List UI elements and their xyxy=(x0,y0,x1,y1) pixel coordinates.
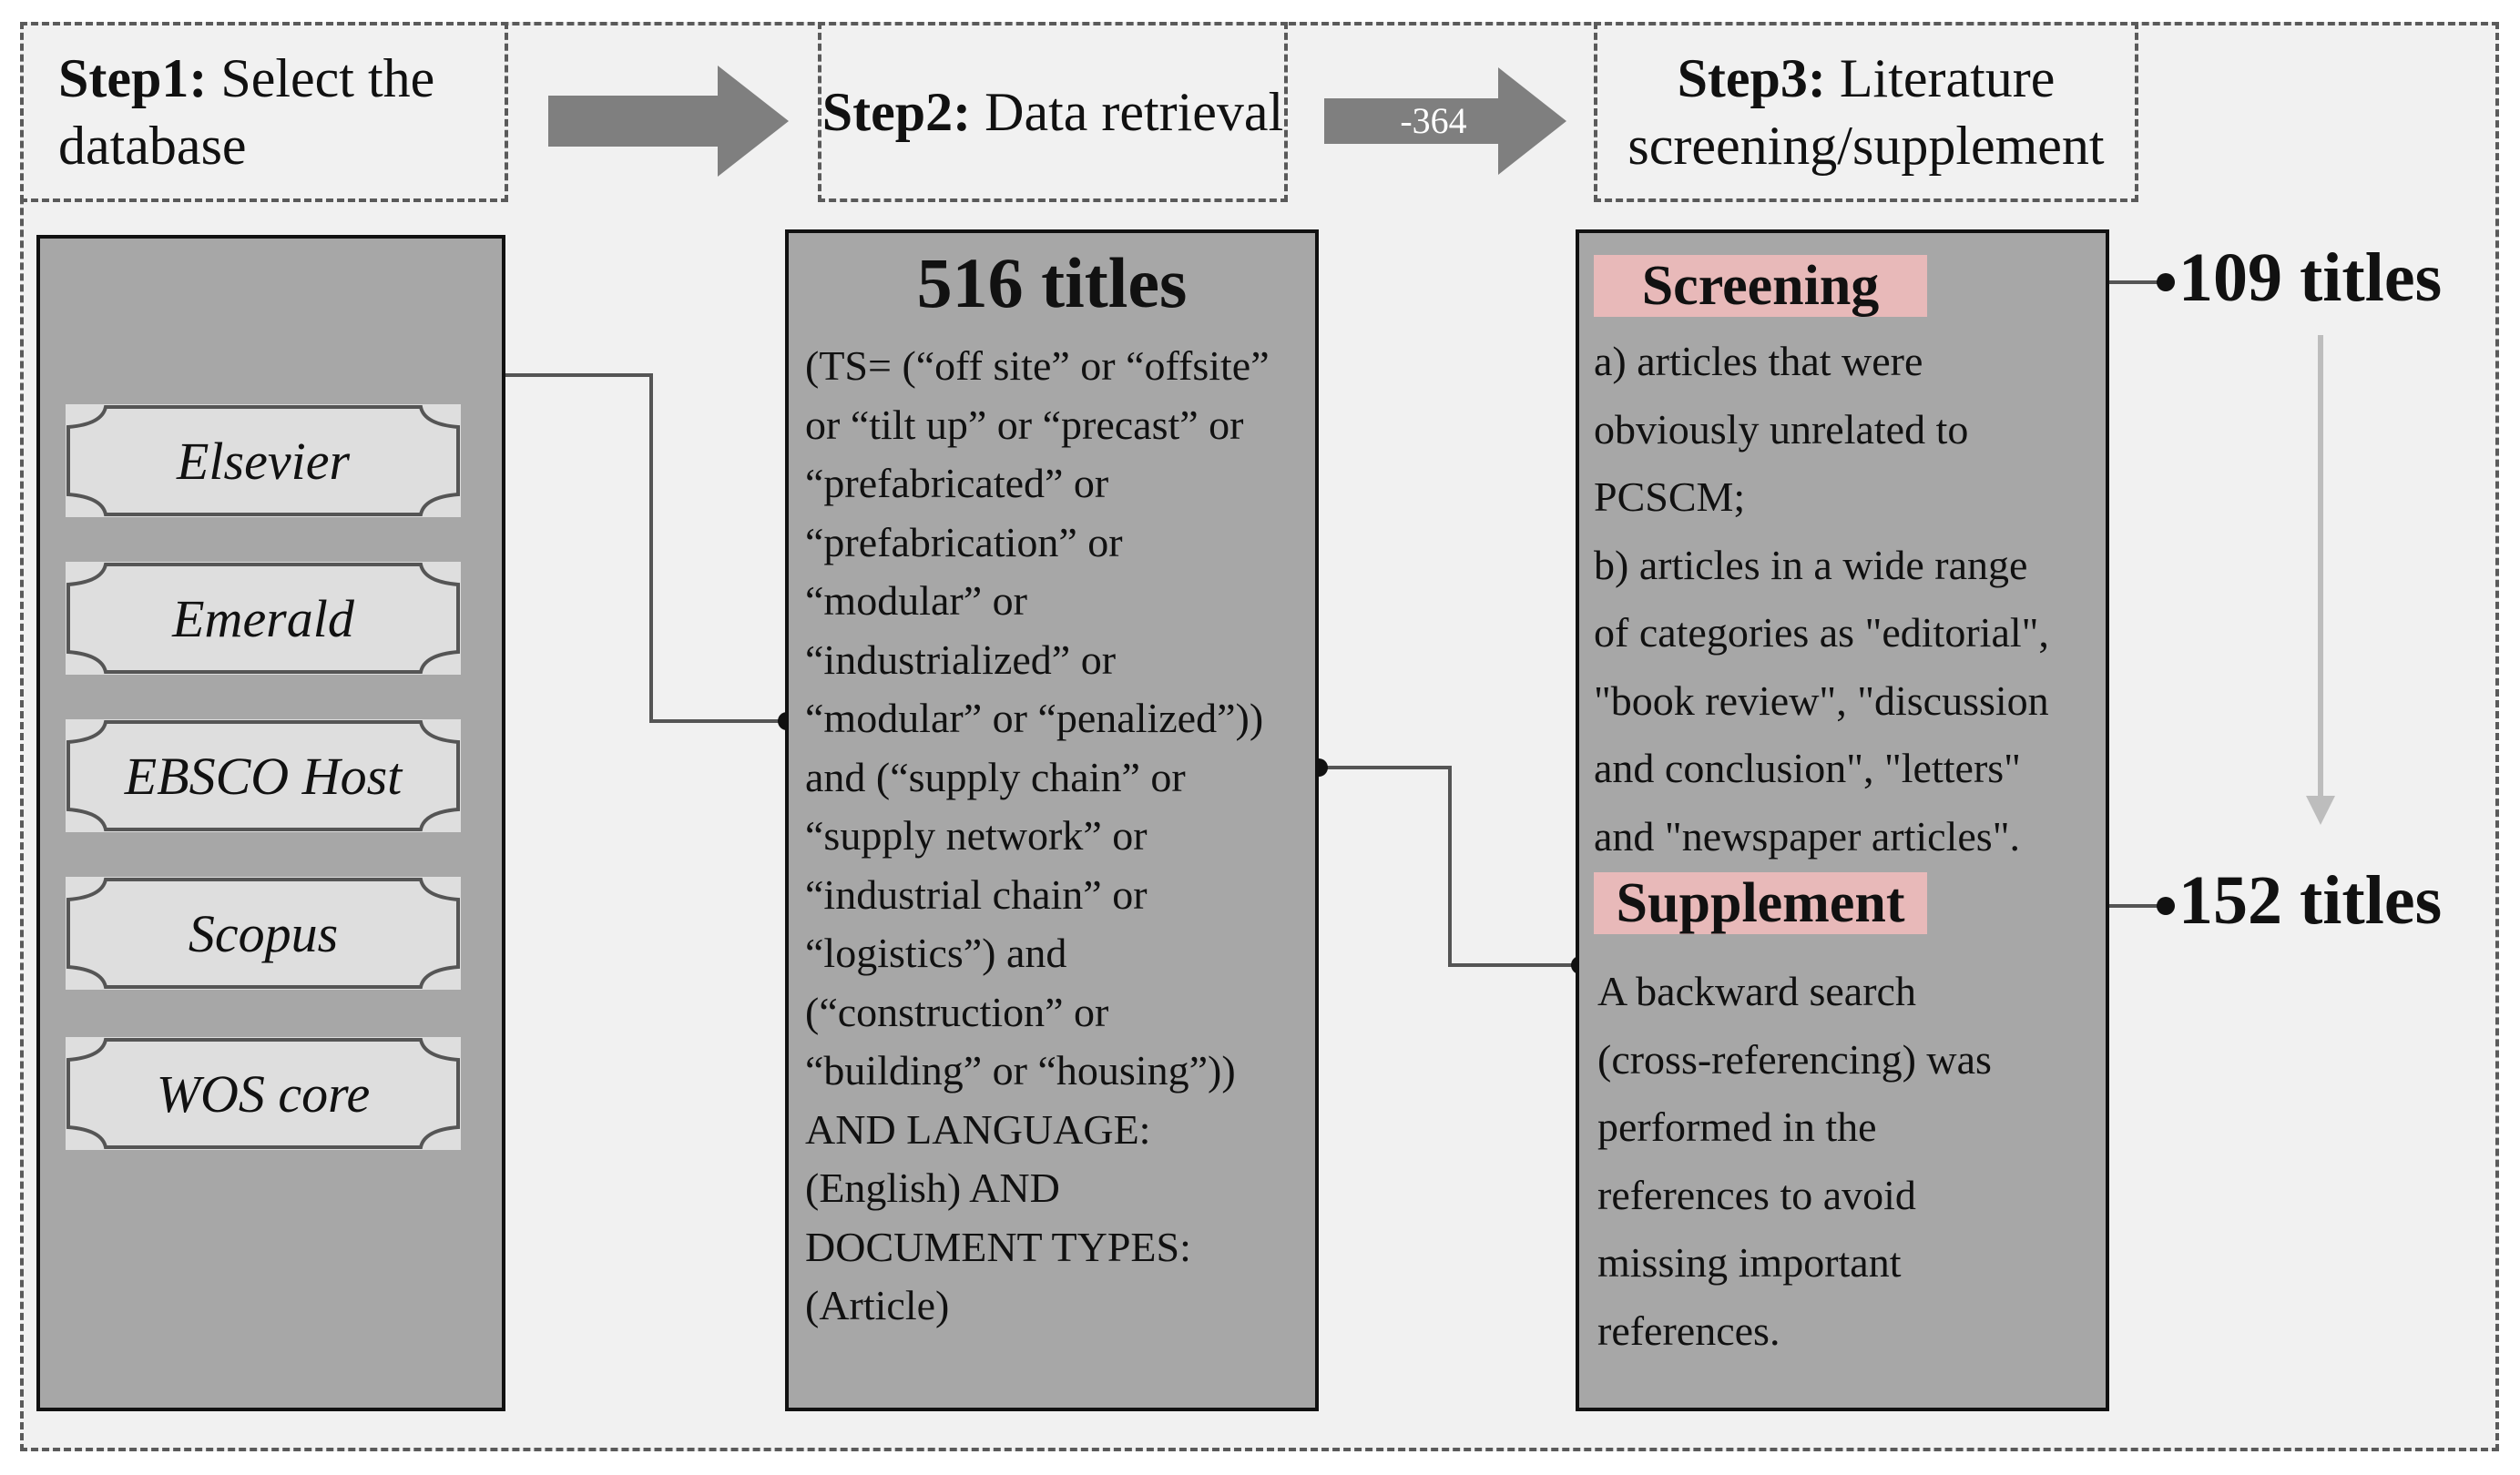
supplement-text: A backward search (cross-referencing) wa… xyxy=(1597,968,1992,1354)
step1-header: Step1: Select the database xyxy=(20,22,508,202)
screening-count: 109 titles xyxy=(2178,239,2443,316)
step3-title: Literature screening/supplement xyxy=(1627,48,2105,176)
database-badge-shape xyxy=(66,405,460,516)
query-to-step3-connector xyxy=(1319,766,1580,967)
step3-number: Step3: xyxy=(1677,48,1826,108)
step2-arrow-label: -364 xyxy=(1400,100,1467,141)
step2-to-step3-arrow xyxy=(1324,67,1566,175)
screening-criteria: a) articles that were obviously unrelate… xyxy=(1594,338,2049,860)
connector-dot xyxy=(2157,897,2175,915)
database-badge-shape xyxy=(66,563,460,674)
database-to-query-connector xyxy=(464,373,787,723)
database-label: Emerald xyxy=(172,588,354,648)
supplement-count: 152 titles xyxy=(2178,862,2443,939)
database-badge-shape xyxy=(66,1038,460,1149)
database-wos-core: WOS core xyxy=(66,1037,461,1150)
database-emerald: Emerald xyxy=(66,562,461,675)
retrieval-query: (TS= (“off site” or “offsite” or “tilt u… xyxy=(805,342,1270,1328)
step2-number: Step2: xyxy=(821,82,972,142)
database-label: EBSCO Host xyxy=(124,746,403,806)
retrieval-count: 516 titles xyxy=(916,243,1188,322)
database-label: Elsevier xyxy=(176,431,351,491)
database-elsevier: Elsevier xyxy=(66,404,461,517)
titles-down-arrow-head xyxy=(2306,796,2335,825)
step1-to-step2-arrow xyxy=(548,66,789,177)
step2-title: Data retrieval xyxy=(971,82,1284,142)
step2-header: Step2: Data retrieval xyxy=(818,22,1288,202)
connector-dot xyxy=(2157,273,2175,291)
retrieval-panel: 516 titles (TS= (“off site” or “offsite”… xyxy=(785,229,1319,1411)
database-ebsco-host: EBSCO Host xyxy=(66,719,461,832)
database-scopus: Scopus xyxy=(66,877,461,990)
supplement-label: Supplement xyxy=(1594,872,1927,934)
database-badge-shape xyxy=(66,878,460,989)
step1-number: Step1: xyxy=(58,48,208,108)
database-label: WOS core xyxy=(156,1063,371,1124)
screening-panel xyxy=(1576,229,2109,1411)
database-label: Scopus xyxy=(188,903,339,963)
database-badge-shape xyxy=(66,720,460,831)
step1-title: Select the database xyxy=(58,48,435,176)
screening-label: Screening xyxy=(1594,255,1927,317)
step3-header: Step3: Literature screening/supplement xyxy=(1594,22,2138,202)
